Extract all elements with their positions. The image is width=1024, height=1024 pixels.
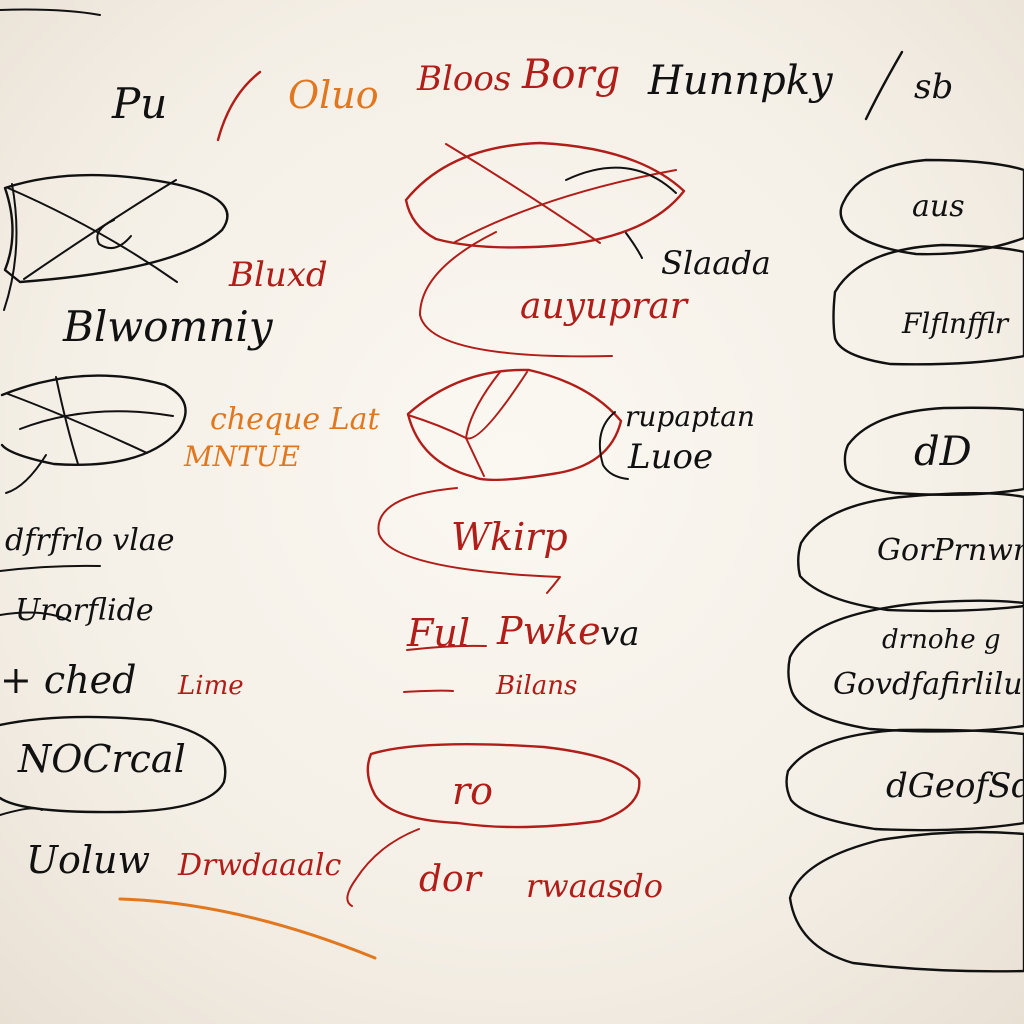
- middle-label-8: va: [600, 614, 639, 654]
- left-umbrella-shape: [3, 173, 229, 284]
- right-oval-3-label: GorPrnwnrm: [877, 533, 1024, 568]
- left-label-6: Urorflide: [15, 593, 154, 628]
- middle-oval: [366, 743, 641, 829]
- left-underline-2: [0, 611, 71, 622]
- middle-label-1: Slaada: [661, 244, 771, 282]
- middle-label-2: auyuprar: [520, 286, 689, 327]
- left-umbrella-2-rib-3: [55, 376, 79, 465]
- middle-red-lens-line-2: [454, 169, 677, 243]
- right-oval-4: [797, 492, 1024, 613]
- left-label-4: MNTUE: [183, 440, 300, 473]
- middle-label-6: Ful: [406, 611, 470, 655]
- left-label-1: Bluxd: [228, 255, 328, 295]
- left-umbrella-2-rib-2: [19, 410, 174, 430]
- right-oval-5-label: dGeofSd L: [886, 766, 1024, 806]
- middle-red-loop: [377, 487, 561, 594]
- middle-black-connector: [565, 166, 677, 259]
- top-border-line: [0, 8, 101, 16]
- header-word-4: Borg: [521, 52, 620, 98]
- left-label-5: dfrfrlo vlae: [5, 523, 174, 558]
- middle-red-lens-line-1: [445, 143, 601, 244]
- right-oval-6: [785, 728, 1024, 832]
- left-label-8: Lime: [177, 671, 244, 701]
- left-footer-1: Uoluw: [26, 838, 150, 882]
- middle-footer-2: rwaasdo: [526, 867, 663, 905]
- right-oval-2-label: dD: [914, 429, 972, 475]
- left-umbrella-2: [0, 374, 187, 466]
- left-oval-label: NOCrcal: [17, 737, 186, 781]
- middle-red-fold: [406, 368, 623, 482]
- right-label-1: Flflnfflr: [901, 307, 1010, 340]
- right-oval-1: [839, 158, 1024, 256]
- right-oval-5: [787, 599, 1024, 733]
- middle-label-7: Pwke: [496, 609, 601, 653]
- header-word-1: Pu: [111, 79, 167, 128]
- middle-red-fold-line-3: [465, 371, 501, 439]
- right-oval-2: [832, 243, 1024, 366]
- middle-label-3: rupaptan: [625, 400, 755, 433]
- middle-red-fold-line-2: [465, 437, 485, 477]
- left-umbrella-2-rib-1: [7, 393, 148, 454]
- middle-label-9: Bilans: [495, 671, 577, 701]
- middle-oval-label: ro: [452, 769, 493, 813]
- left-oval: [0, 715, 227, 814]
- left-label-2: Blwomniy: [62, 302, 274, 351]
- left-umbrella-rib-1: [7, 187, 178, 283]
- right-oval-1-label: aus: [912, 189, 965, 224]
- left-umbrella-loop: [96, 219, 132, 250]
- left-umbrella-2-stem: [5, 454, 47, 494]
- middle-label-4: Luoe: [627, 437, 713, 477]
- middle-bottom-hook: [346, 828, 420, 907]
- middle-red-lens: [404, 141, 686, 249]
- middle-label-5: Wkirp: [451, 515, 568, 559]
- middle-red-dash-2: [403, 689, 454, 693]
- left-footer-2: Drwdaaalc: [177, 848, 342, 883]
- header-word-6: sb: [914, 67, 953, 107]
- left-label-7: + ched: [0, 658, 137, 702]
- left-underline-1: [0, 564, 101, 572]
- left-label-3: cheque Lat: [210, 402, 381, 437]
- middle-footer-1: dor: [419, 859, 483, 900]
- header-slash-right: [864, 50, 904, 121]
- middle-red-arrow-curve: [419, 231, 613, 358]
- header-word-3: Bloos: [416, 59, 511, 99]
- middle-red-dash-1: [406, 644, 487, 651]
- left-bottom-orange-line: [118, 897, 377, 960]
- header-slash-left: [216, 70, 262, 142]
- header-word-5: Hunnpky: [647, 58, 834, 104]
- right-oval-7: [788, 830, 1024, 973]
- right-oval-4-label-top: drnohe g: [882, 625, 1001, 655]
- right-oval-4-label-bottom: Govdfafirlilu: [833, 667, 1023, 702]
- header-word-2: Oluo: [288, 73, 379, 117]
- middle-black-curve-2: [599, 411, 629, 480]
- left-umbrella-stem: [3, 183, 18, 311]
